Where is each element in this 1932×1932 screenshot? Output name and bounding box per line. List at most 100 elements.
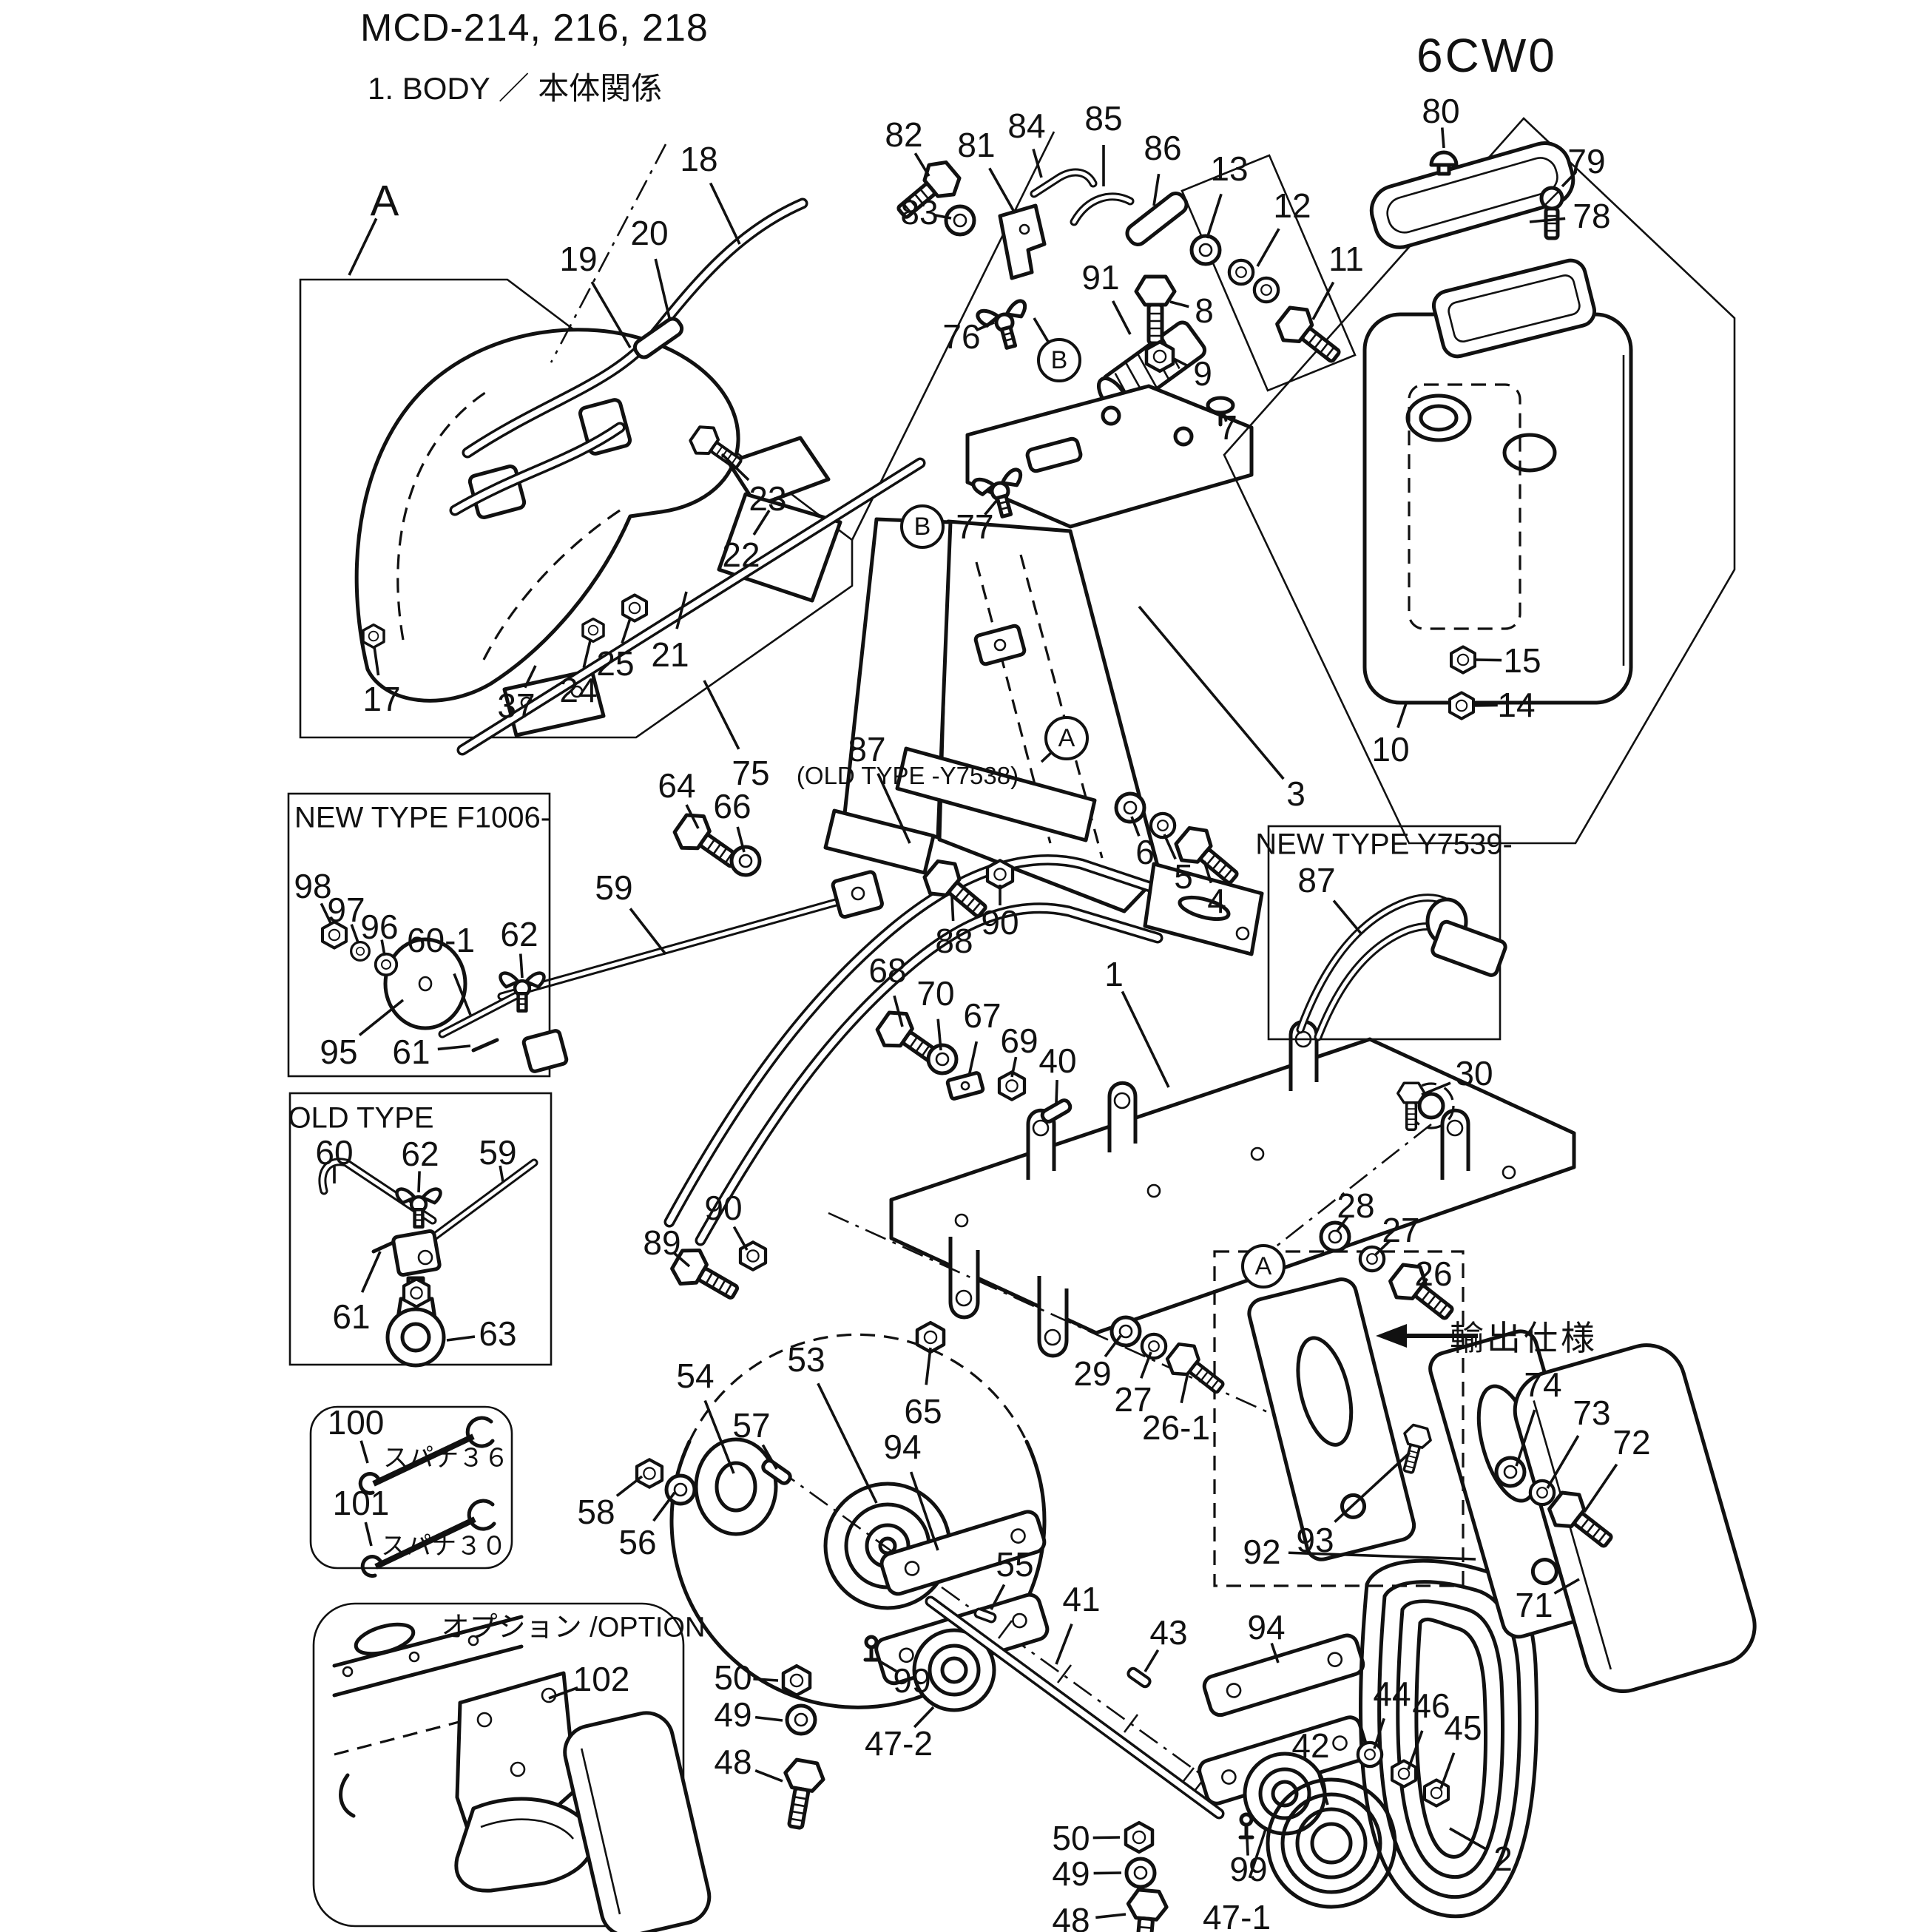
washer-icon	[944, 204, 976, 237]
leader-line	[933, 213, 952, 220]
leader-line	[754, 1715, 783, 1722]
bolt-icon	[922, 859, 987, 918]
leader-line	[1288, 1551, 1476, 1561]
wrench-icons	[358, 1416, 496, 1578]
part-callout-94: 94	[1247, 1608, 1286, 1646]
sub-boxes	[287, 792, 1502, 1928]
part-callout-26-1: 26-1	[1141, 1408, 1211, 1447]
part-callout-74: 74	[1524, 1365, 1562, 1404]
leader-line	[925, 1347, 932, 1385]
old-handle-note: (OLD TYPE -Y7538)	[796, 762, 1019, 789]
part-callout-62: 62	[500, 915, 538, 953]
box-title-old-type: OLD TYPE	[288, 1101, 434, 1135]
part-callout-70: 70	[916, 974, 955, 1013]
leader-line	[1206, 193, 1223, 239]
washer-icon	[1189, 234, 1222, 266]
section-marker-A: A	[1241, 1244, 1286, 1288]
part-callout-61: 61	[332, 1297, 371, 1336]
part-callout-91: 91	[1081, 258, 1120, 297]
leader-line	[1419, 1277, 1429, 1287]
export-spec-label: 輸出仕様	[1450, 1319, 1598, 1357]
cap-icon	[1206, 396, 1235, 427]
leader-line	[548, 1686, 578, 1700]
part-callout-8: 8	[1195, 291, 1214, 330]
leader-line	[1553, 1578, 1580, 1595]
clutch-coil-42	[1266, 1777, 1397, 1909]
wing-icon	[395, 1187, 442, 1229]
page-title-section: 1. BODY ／ 本体関係	[368, 71, 663, 106]
f1006-contents	[383, 937, 569, 1073]
leader-line	[654, 258, 671, 319]
part-callout-98: 98	[294, 867, 332, 905]
leader-line	[990, 1584, 1006, 1610]
part-callout-58: 58	[577, 1493, 615, 1531]
option-contents	[332, 1615, 712, 1932]
nut-icon	[915, 1320, 946, 1354]
box-title-f1006: NEW TYPE F1006-	[294, 801, 551, 834]
nut-icon	[402, 1277, 431, 1308]
latch-plate-22	[726, 436, 831, 508]
part-callout-59: 59	[595, 868, 633, 907]
loop-handle-87	[663, 854, 1264, 1246]
leader-line	[1093, 1871, 1122, 1875]
leader-line	[1474, 703, 1498, 707]
part-callout-17: 17	[362, 680, 401, 718]
part-callout-99: 99	[1229, 1850, 1268, 1888]
washer-icon	[1356, 1740, 1384, 1769]
part-callout-87: 87	[1297, 861, 1336, 899]
leader-line	[753, 1678, 779, 1682]
leader-line	[348, 217, 378, 276]
leader-line	[720, 453, 750, 482]
nut-icon	[781, 1664, 812, 1698]
leader-line	[1334, 1451, 1411, 1523]
leader-line	[761, 1444, 778, 1470]
part-callout-30: 30	[1455, 1054, 1493, 1092]
nut-icon	[997, 1070, 1027, 1101]
part-callout-5: 5	[1174, 857, 1193, 896]
leader-line	[752, 510, 771, 536]
section-marker-B: B	[900, 504, 945, 549]
leader-line	[1439, 1752, 1456, 1789]
part-callout-20: 20	[630, 214, 669, 252]
leader-line	[446, 1335, 476, 1342]
part-callout-54: 54	[676, 1357, 715, 1395]
v-belt-2	[1266, 1558, 1538, 1919]
wrench-30-icon	[360, 1499, 496, 1578]
part-callout-44: 44	[1373, 1675, 1411, 1713]
box-title-y7539: NEW TYPE Y7539-	[1255, 828, 1513, 861]
leader-line	[1529, 217, 1566, 223]
leader-line	[1561, 172, 1577, 188]
page-title-model: MCD-214, 216, 218	[360, 7, 709, 50]
box-new-type-y7539	[1267, 825, 1502, 1041]
leader-line	[1095, 1913, 1127, 1919]
part-callout-87: 87	[848, 730, 886, 769]
washer-icon	[350, 941, 371, 962]
leader-line	[909, 1471, 939, 1551]
washer-icon	[1252, 276, 1280, 304]
bolt-icon	[1547, 1490, 1613, 1548]
part-callout-95: 95	[320, 1033, 358, 1071]
washer-icon	[1227, 258, 1255, 286]
leader-lines-layer	[320, 127, 1618, 1919]
leader-line	[1256, 228, 1280, 267]
part-callout-7: 7	[1218, 408, 1237, 447]
washer-icon	[1140, 1332, 1168, 1360]
screw-icon	[1539, 186, 1564, 240]
weight-71	[1513, 1343, 1757, 1693]
leader-line	[1441, 127, 1445, 149]
part-callout-47-1: 47-1	[1202, 1898, 1271, 1932]
knob-icon	[1429, 150, 1459, 176]
plate-icon	[945, 1071, 985, 1101]
leader-line	[1180, 1372, 1189, 1404]
leader-line	[976, 321, 995, 332]
part-callout-69: 69	[1000, 1021, 1038, 1060]
leader-line	[1515, 1409, 1536, 1467]
part-callout-71: 71	[1515, 1586, 1553, 1624]
part-callout-81: 81	[957, 126, 996, 164]
nut-icon	[621, 593, 649, 623]
leader-line	[360, 1251, 382, 1293]
part-callout-97: 97	[327, 891, 365, 929]
leader-line	[1270, 1643, 1280, 1664]
leader-line	[652, 1491, 676, 1522]
